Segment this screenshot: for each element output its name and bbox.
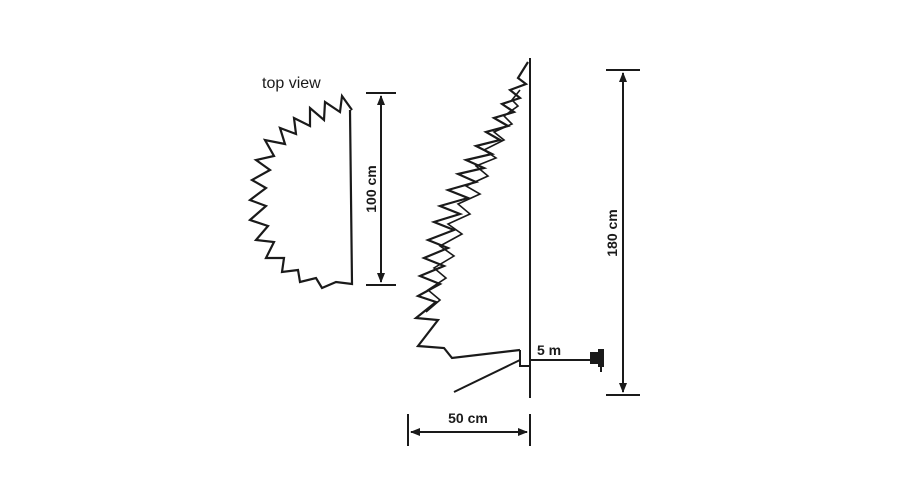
stand-leg <box>453 359 521 393</box>
width-label: 50 cm <box>448 410 488 426</box>
depth-label: 100 cm <box>363 165 379 212</box>
side-view-figure <box>413 58 604 398</box>
cable-length-label: 5 m <box>537 342 561 358</box>
side-view-foliage-outline <box>413 61 529 360</box>
stand-base <box>519 350 530 367</box>
top-view-foliage-outline <box>247 93 354 290</box>
width-dimension <box>407 414 531 446</box>
side-view-foliage-inner <box>425 89 521 313</box>
power-adapter-icon <box>590 349 604 372</box>
height-label: 180 cm <box>604 209 620 256</box>
top-view-label: top view <box>262 75 321 92</box>
height-dimension <box>606 69 640 396</box>
depth-dimension <box>366 92 396 286</box>
top-view-figure <box>247 93 354 290</box>
